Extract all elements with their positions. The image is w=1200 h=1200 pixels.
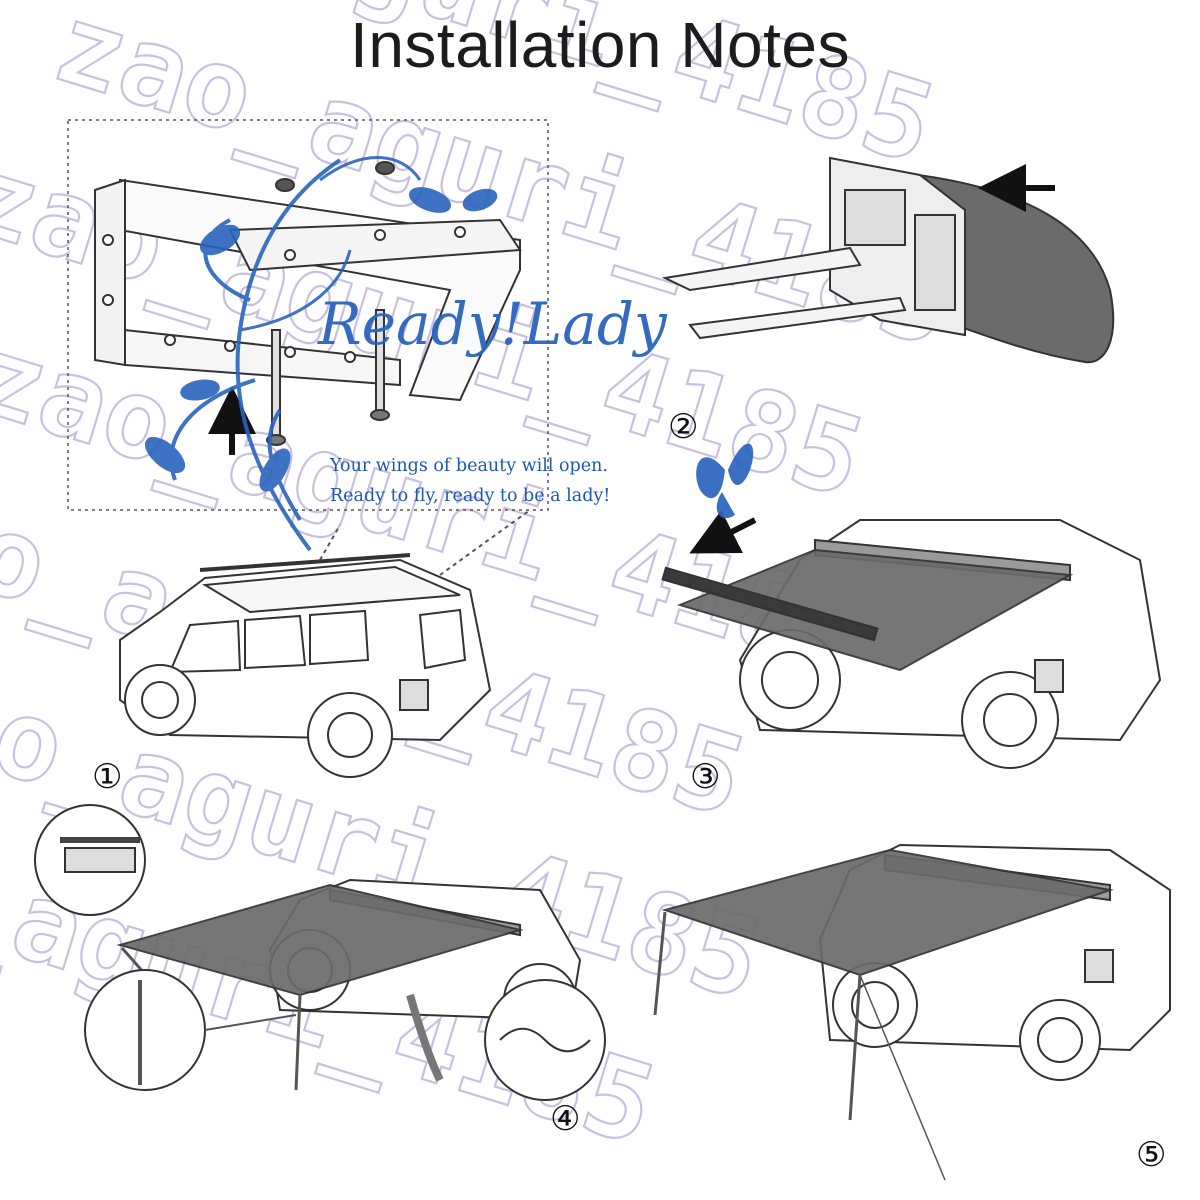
page-title: Installation Notes <box>350 9 850 81</box>
tagline-line-1: Your wings of beauty will open. <box>330 456 608 476</box>
step3-awning-diagram <box>661 510 1162 769</box>
step-number-1: ① <box>92 757 123 797</box>
step2-bracket-diagram <box>661 156 1115 364</box>
logo-brand-text: Ready!Lady <box>318 290 667 358</box>
step4-awning-diagram <box>34 804 606 1101</box>
detail-dashed-box <box>67 119 549 511</box>
arrow-icon <box>689 510 757 554</box>
step-number-2: ② <box>668 407 699 447</box>
step-number-3: ③ <box>690 757 721 797</box>
step-number-4: ④ <box>550 1099 581 1139</box>
butterfly-icon <box>696 443 754 519</box>
step5-awning-diagram <box>653 843 1171 1181</box>
detail-circle <box>84 969 206 1091</box>
step1-car-diagram <box>119 509 531 778</box>
logo-flourish <box>144 156 498 552</box>
step-number-5: ⑤ <box>1136 1135 1167 1175</box>
logo-tagline: Your wings of beauty will open. Ready to… <box>330 451 610 511</box>
tagline-line-2: Ready to fly, ready to be a lady! <box>330 486 611 506</box>
